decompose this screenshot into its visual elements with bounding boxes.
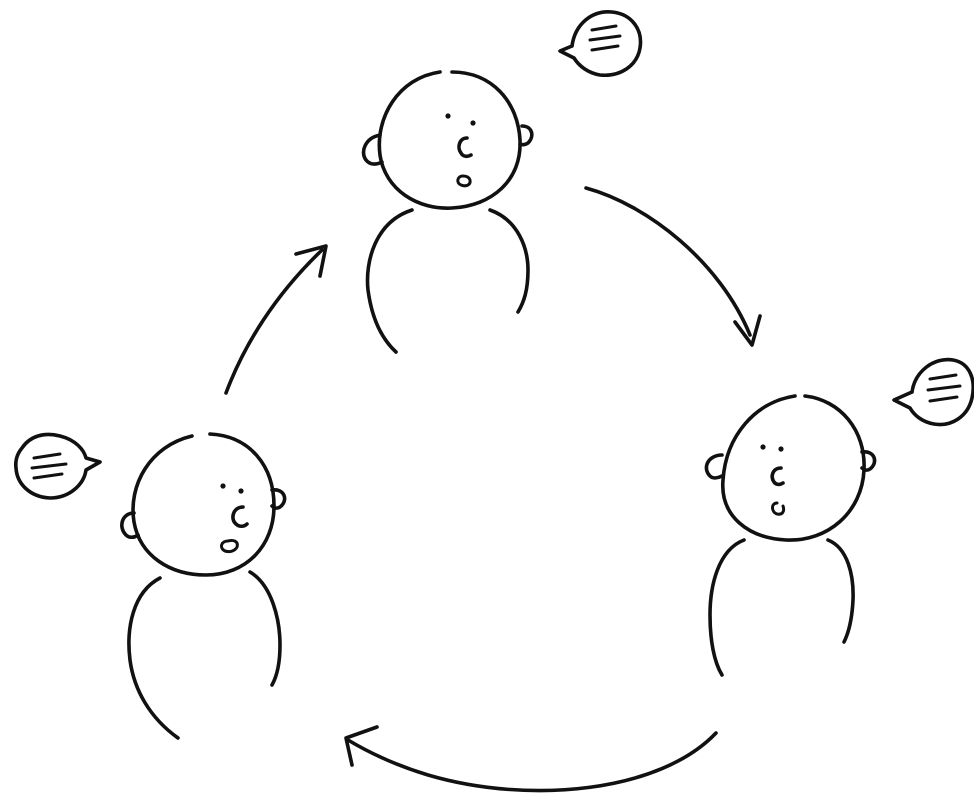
arrow-icon (584, 186, 762, 347)
person-top (361, 70, 534, 354)
person-left-head (120, 432, 287, 577)
person-left-face (219, 483, 249, 553)
speech-bubble-icon (558, 10, 643, 77)
person-top-head (361, 70, 534, 210)
person-top-body (365, 208, 530, 354)
arrow-icon (344, 725, 718, 793)
person-top-face (445, 113, 476, 188)
person-left (120, 432, 287, 740)
speech-bubble-icon (13, 432, 102, 500)
person-right-head (704, 394, 877, 542)
speech-bubble-icon (892, 357, 974, 427)
person-right-face (760, 444, 786, 516)
person-left-body (127, 570, 282, 740)
person-right (704, 394, 877, 677)
person-right-body (708, 538, 855, 677)
arrow-icon (224, 244, 328, 395)
